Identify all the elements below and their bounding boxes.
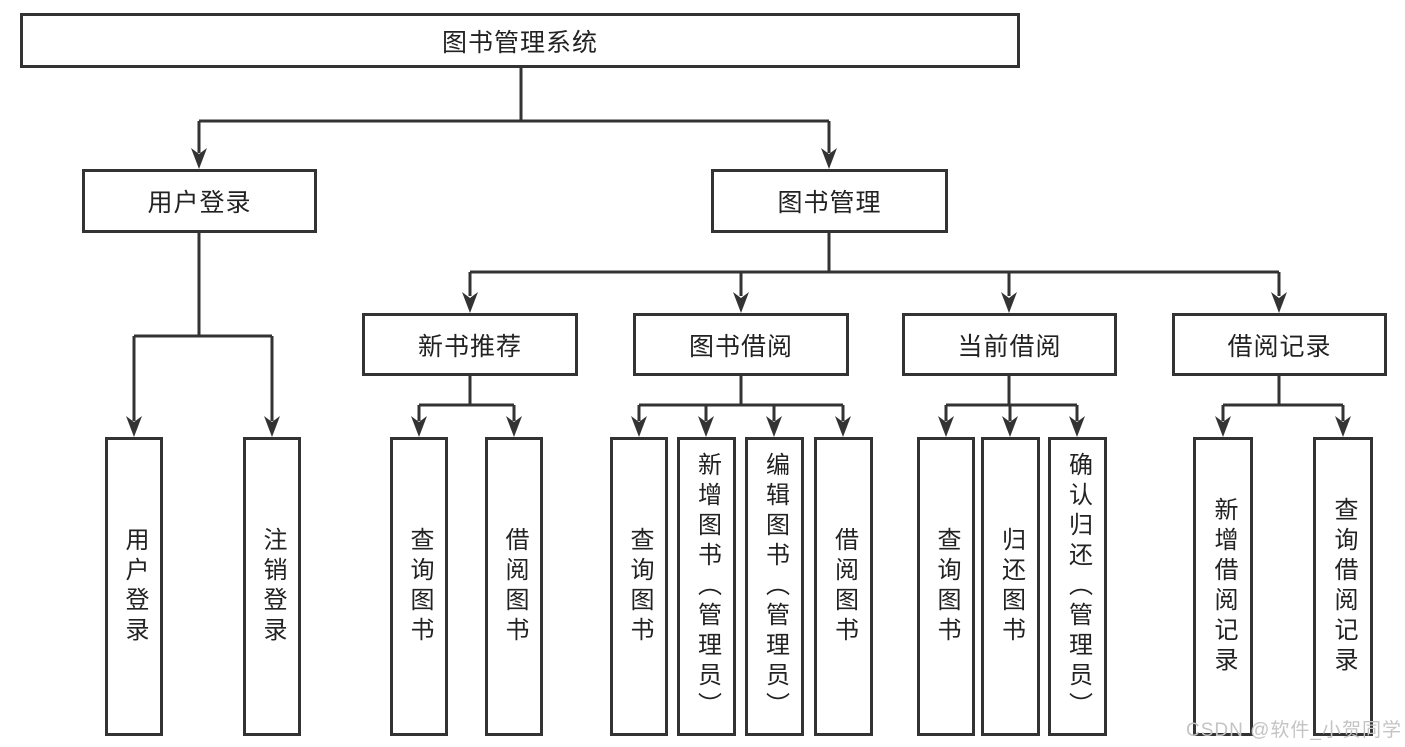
leaf-user-login: 用户登录 [105,437,163,736]
node-book-borrow: 图书借阅 [633,313,849,376]
node-user-login: 用户登录 [82,169,317,233]
leaf-user-login-label: 用户登录 [121,526,148,647]
leaf-query-borrow-record: 查询借阅记录 [1313,437,1373,736]
leaf-confirm-return-admin-label: 确认归还（管理员） [1064,451,1092,722]
leaf-edit-book-admin-label: 编辑图书（管理员） [761,451,789,722]
leaf-query-book-current: 查询图书 [917,437,975,736]
node-book-management-label: 图书管理 [777,189,882,217]
leaf-query-book-recommend: 查询图书 [390,437,448,736]
leaf-borrow-book-recommend: 借阅图书 [485,437,543,736]
leaf-borrow-book-label: 借阅图书 [830,526,858,647]
leaf-add-borrow-record: 新增借阅记录 [1193,437,1253,736]
node-current-borrow: 当前借阅 [902,313,1117,376]
leaf-add-book-admin-label: 新增图书（管理员） [693,451,721,722]
csdn-watermark: CSDN @软件_小贺同学 [1186,720,1402,741]
node-user-login-label: 用户登录 [147,189,252,217]
node-new-book-recommend: 新书推荐 [362,313,578,376]
leaf-query-book-borrow: 查询图书 [610,437,668,736]
node-borrow-records: 借阅记录 [1172,313,1387,376]
node-book-management: 图书管理 [711,169,948,233]
leaf-query-book-recommend-label: 查询图书 [406,526,433,647]
leaf-query-borrow-record-label: 查询借阅记录 [1330,496,1357,677]
leaf-return-book: 归还图书 [981,437,1040,736]
node-root-label: 图书管理系统 [441,28,598,57]
leaf-query-book-borrow-label: 查询图书 [626,526,653,647]
leaf-borrow-book-recommend-label: 借阅图书 [501,526,528,647]
node-new-book-recommend-label: 新书推荐 [417,332,522,361]
leaf-add-borrow-record-label: 新增借阅记录 [1210,496,1237,677]
leaf-borrow-book: 借阅图书 [814,437,873,736]
leaf-logout: 注销登录 [243,437,301,736]
leaf-add-book-admin: 新增图书（管理员） [677,437,736,736]
leaf-confirm-return-admin: 确认归还（管理员） [1048,437,1107,736]
node-book-borrow-label: 图书借阅 [688,332,793,361]
node-borrow-records-label: 借阅记录 [1227,332,1332,361]
leaf-edit-book-admin: 编辑图书（管理员） [745,437,804,736]
leaf-return-book-label: 归还图书 [997,526,1025,647]
leaf-query-book-current-label: 查询图书 [933,526,960,647]
node-root: 图书管理系统 [20,13,1020,68]
node-current-borrow-label: 当前借阅 [957,332,1062,361]
leaf-logout-label: 注销登录 [259,526,286,647]
